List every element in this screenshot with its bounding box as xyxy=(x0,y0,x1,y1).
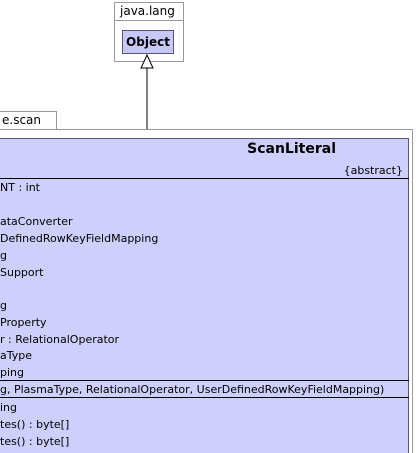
constructors-compartment-divider xyxy=(0,397,409,398)
attribute-row: ataConverter xyxy=(0,215,73,228)
java-lang-package-name: java.lang xyxy=(120,4,175,18)
operation-row: tes() : byte[] xyxy=(0,435,70,448)
attribute-row: Property xyxy=(0,316,47,329)
attribute-row: Support xyxy=(0,266,44,279)
name-compartment-divider xyxy=(0,178,409,179)
attribute-row: r : RelationalOperator xyxy=(0,333,120,346)
attribute-row: ping xyxy=(0,366,24,379)
operation-row: ing xyxy=(0,401,18,414)
attribute-row: aType xyxy=(0,349,33,362)
attributes-compartment-divider xyxy=(0,380,409,381)
attribute-row: DefinedRowKeyFieldMapping xyxy=(0,232,159,245)
generalization-arrowhead-icon xyxy=(140,53,154,69)
attribute-row: g xyxy=(0,299,7,312)
attribute-row: g xyxy=(0,249,7,262)
operation-row: tes() : byte[] xyxy=(0,418,70,431)
scan-package-name: e.scan xyxy=(2,113,42,127)
constructor-row: g, PlasmaType, RelationalOperator, UserD… xyxy=(0,383,385,396)
scanliteral-class-box[interactable] xyxy=(0,138,409,453)
object-class-box[interactable]: Object xyxy=(122,30,174,54)
scanliteral-class-name: ScanLiteral xyxy=(247,141,336,157)
attribute-row: NT : int xyxy=(0,181,40,194)
abstract-stereotype: {abstract} xyxy=(343,164,403,177)
object-class-name: Object xyxy=(126,35,170,49)
